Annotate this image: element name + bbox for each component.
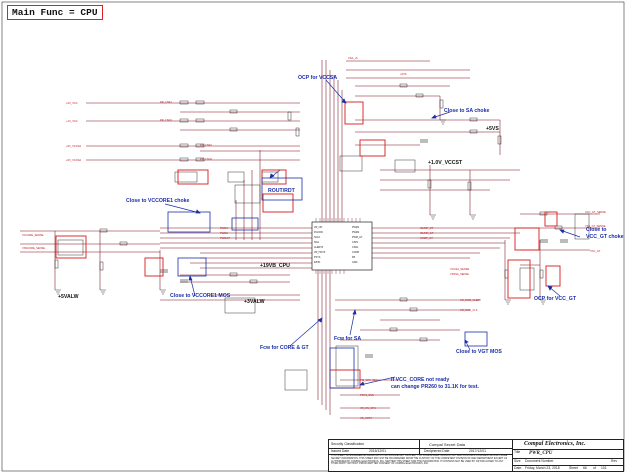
svg-text:IMON: IMON <box>314 261 321 264</box>
svg-text:PWMGT: PWMGT <box>220 236 230 240</box>
note-boxes <box>167 177 488 389</box>
svg-text:PSYS_SNS: PSYS_SNS <box>360 393 374 397</box>
note-fcw-core-gt: Fcw for CORE & GT <box>260 345 309 351</box>
svg-text:GND: GND <box>352 261 358 264</box>
svg-text:VSA_+5: VSA_+5 <box>348 56 358 60</box>
svg-text:PGOOD: PGOOD <box>314 231 323 234</box>
svg-text:VCCSA_SENSE: VCCSA_SENSE <box>450 267 469 271</box>
note-fcw-sa: Fcw for SA <box>334 336 362 342</box>
svg-text:PR_CSN1: PR_CSN1 <box>160 118 173 122</box>
issued-label: Issued Date <box>331 449 350 453</box>
svg-text:PSYS: PSYS <box>314 256 321 259</box>
rail-5valw-left: +5VALW <box>58 294 79 300</box>
svg-text:COMP_GT: COMP_GT <box>420 236 433 240</box>
svg-text:PSI_GFX_SEL: PSI_GFX_SEL <box>360 378 378 382</box>
svg-text:+1V_VCC: +1V_VCC <box>66 119 78 123</box>
svg-text:COMP: COMP <box>352 251 360 254</box>
rail-5vs: +5VS <box>486 126 499 132</box>
note-close-vcc-gt-choke-2: VCC_GT choke <box>586 234 624 240</box>
svg-text:CSN1: CSN1 <box>352 246 359 249</box>
net-labels: +5V_VCC +1V_VCC +5V_VCCSA +5V_VCCSA VSA_… <box>22 56 606 420</box>
doc-number-label: Document Number <box>525 459 554 463</box>
rail-3valw: +3VALW <box>244 299 265 305</box>
note-ocp-vccsa: OCP for VCCSA <box>298 75 338 81</box>
security-label: Security Classification <box>331 442 365 446</box>
note-close-sa-choke: Close to SA choke <box>444 108 490 114</box>
sheet-total: 101 <box>601 466 607 470</box>
rev-label: Rev <box>611 459 618 463</box>
svg-text:FB: FB <box>352 256 355 259</box>
arrows <box>164 79 581 386</box>
svg-text:+5VS: +5VS <box>400 72 407 76</box>
svg-text:PWM1: PWM1 <box>352 226 360 229</box>
date-value: Friday, March 23, 2018 <box>525 466 560 470</box>
page-title: Main Func = CPU <box>7 5 103 20</box>
svg-text:SDA: SDA <box>314 241 319 244</box>
svg-text:VR_HOT#: VR_HOT# <box>360 416 373 420</box>
svg-text:VR_HOT#: VR_HOT# <box>314 251 326 254</box>
note-close-vccore1-mos: Close to VCCORE1 MOS <box>170 293 231 299</box>
date-label: Date: <box>514 466 523 470</box>
svg-text:VCCORE_SENSE: VCCORE_SENSE <box>22 233 44 237</box>
note-close-vccore1-choke: Close to VCCORE1 choke <box>126 198 190 204</box>
svg-text:VCC_GT_SENSE: VCC_GT_SENSE <box>585 210 606 214</box>
svg-text:PR_CSP1: PR_CSP1 <box>160 100 172 104</box>
sheet-number: 66 <box>583 466 587 470</box>
note-close-vgt-mos: Close to VGT MOS <box>456 349 502 355</box>
disclaimer: THIS SHEET OF ENGINEERING DRAWING IS THE… <box>331 454 508 466</box>
svg-text:ALERT#: ALERT# <box>314 246 324 249</box>
rail-19vb-cpu: +19VB_CPU <box>260 263 290 269</box>
note-close-vcc-gt-choke-1: Close to <box>586 227 607 233</box>
issued-value: 2016/12/01 <box>369 449 386 453</box>
company-name: Compal Electronics, Inc. <box>524 441 586 447</box>
note-vcc-core-2: can change PR260 to 31.1K for test. <box>391 384 479 390</box>
svg-text:+5V_VCC: +5V_VCC <box>66 101 78 105</box>
svg-text:+5V_VCCSA: +5V_VCCSA <box>66 158 81 162</box>
svg-text:PWM1: PWM1 <box>220 226 228 230</box>
svg-text:VR_SVID_ALERT: VR_SVID_ALERT <box>460 298 481 302</box>
sheet-of: of <box>593 466 596 470</box>
svg-text:VR_ON: VR_ON <box>314 226 323 229</box>
svg-text:VR_SVID_CLK: VR_SVID_CLK <box>460 308 478 312</box>
components <box>54 83 590 391</box>
size-label: Size <box>514 459 521 463</box>
svg-text:VSS_GT_SENSE: VSS_GT_SENSE <box>585 224 606 228</box>
svg-text:SCLK: SCLK <box>314 236 321 239</box>
svg-text:PWM2: PWM2 <box>352 231 360 234</box>
svg-text:+5V_VCCSA: +5V_VCCSA <box>66 144 81 148</box>
rail-1v0-vccst: +1.0V_VCCST <box>428 160 463 166</box>
svg-text:VSSSA_SENSE: VSSSA_SENSE <box>450 272 469 276</box>
sheet-label: Sheet <box>569 466 578 470</box>
svg-text:ISUMP_GT: ISUMP_GT <box>420 226 434 230</box>
svg-text:ISUMN_GT: ISUMN_GT <box>420 231 434 235</box>
pwm-controller-ic: VR_ON PGOOD SCLK SDA ALERT# VR_HOT# PSYS IMO… <box>311 218 373 274</box>
note-ocp-vcc-gt: OCP for VCC_GT <box>534 296 576 302</box>
svg-text:VCC_GT: VCC_GT <box>590 249 601 253</box>
note-vcc-core-1: If VCC_CORE not ready <box>391 377 450 383</box>
svg-text:PR_CSN2: PR_CSN2 <box>200 157 213 161</box>
wires <box>20 60 600 419</box>
svg-text:PR_CSP2: PR_CSP2 <box>200 143 212 147</box>
svg-text:CSP1: CSP1 <box>352 241 359 244</box>
title-label: Title <box>514 450 521 454</box>
svg-text:PWM2: PWM2 <box>220 231 228 235</box>
title-block: Security Classification Compal Secret Da… <box>328 439 624 472</box>
sheet-title: PWR_CPU <box>529 451 553 456</box>
note-rout-rdt: ROUT/RDT <box>268 188 295 194</box>
svg-text:VR_ON_CPU: VR_ON_CPU <box>360 406 376 410</box>
deciphered-label: Deciphered Date <box>424 449 450 453</box>
deciphered-value: 2017/12/01 <box>469 449 486 453</box>
highlight-boxes <box>55 101 561 389</box>
svg-text:VSSCORE_SENSE: VSSCORE_SENSE <box>22 246 45 250</box>
security-value: Compal Secret Data <box>429 442 466 447</box>
svg-text:PWM_GT: PWM_GT <box>352 236 363 239</box>
